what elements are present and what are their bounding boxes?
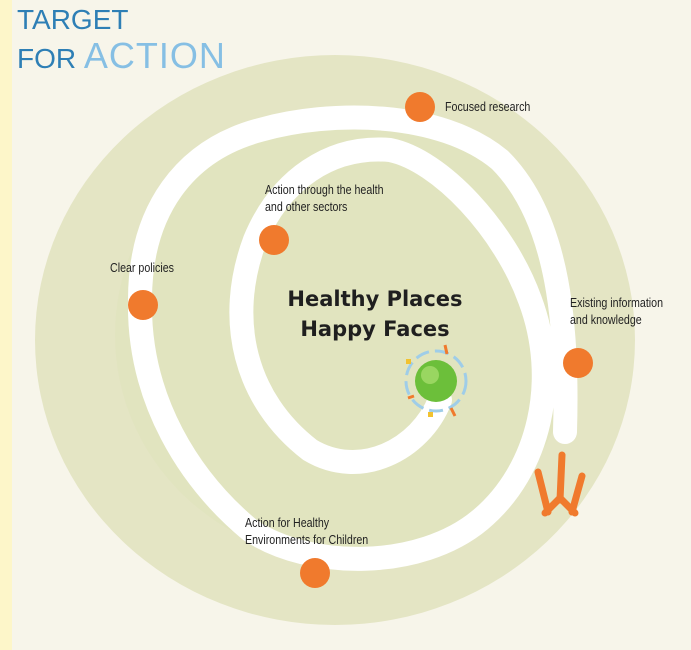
entry-arrow-icon: [534, 451, 586, 517]
step-label-healthy-environments: Action for Healthy Environments for Chil…: [245, 515, 369, 547]
center-slogan-line1: Healthy Places: [287, 287, 463, 311]
spiral-inner-wash: [115, 110, 575, 560]
step-marker-health-sectors: [259, 225, 289, 255]
step-marker-focused-research: [405, 92, 435, 122]
title-action: ACTION: [83, 35, 226, 76]
page-title: TARGET FOR ACTION: [17, 6, 226, 74]
globe-icon: [404, 344, 468, 417]
title-line-for-action: FOR ACTION: [17, 38, 226, 74]
step-label-focused-research: Focused research: [445, 99, 531, 114]
step-label-existing-information: Existing information and knowledge: [570, 295, 664, 327]
spiral-path: [127, 105, 578, 571]
step-label-clear-policies: Clear policies: [110, 260, 174, 275]
title-line-target: TARGET: [17, 4, 129, 35]
center-slogan: Healthy Places Happy Faces: [265, 284, 485, 344]
step-label-health-sectors: Action through the health and other sect…: [265, 182, 384, 214]
title-for: FOR: [17, 43, 84, 74]
center-slogan-line2: Happy Faces: [300, 317, 450, 341]
step-marker-existing-information: [563, 348, 593, 378]
step-marker-clear-policies: [128, 290, 158, 320]
left-border-strip: [0, 0, 12, 650]
step-marker-healthy-environments: [300, 558, 330, 588]
